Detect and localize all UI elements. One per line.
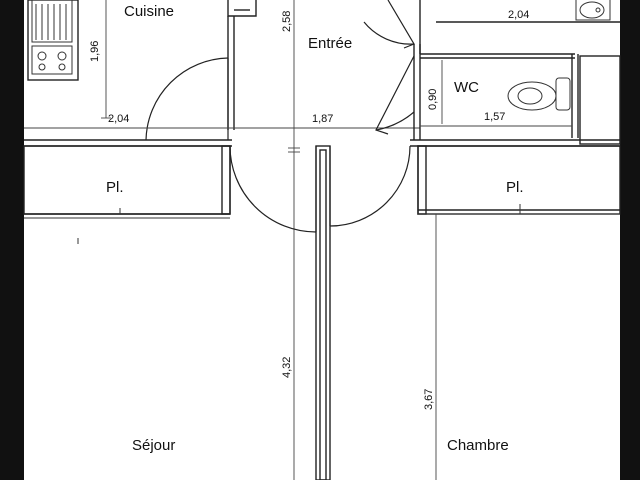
kitchen-counter (27, 0, 79, 81)
dim-bedroom-height: 3,67 (423, 389, 435, 410)
room-label-closet-right: Pl. (506, 179, 524, 196)
dim-kitchen-height: 1,96 (89, 41, 101, 62)
room-label-living: Séjour (132, 437, 175, 454)
entrance-zone (230, 0, 421, 480)
dim-entrance-width: 1,87 (312, 113, 333, 125)
wc-zone (419, 0, 621, 145)
dim-living-height: 4,32 (281, 357, 293, 378)
kitchen-zone (24, 0, 257, 141)
sink-icon (31, 0, 73, 43)
kitchen-door (145, 57, 229, 141)
room-label-wc: WC (454, 79, 479, 96)
room-label-entrance: Entrée (308, 35, 352, 52)
outer-wall-left (0, 0, 24, 480)
central-wall (315, 145, 331, 480)
wc-door (375, 55, 415, 135)
room-label-closet-left: Pl. (106, 179, 124, 196)
room-label-kitchen: Cuisine (124, 3, 174, 20)
living-door (229, 145, 317, 233)
dim-entrance-height: 2,58 (281, 11, 293, 32)
dim-wc-width: 1,57 (484, 111, 505, 123)
outer-wall-right (620, 0, 640, 480)
washbasin-icon (575, 0, 611, 21)
room-label-bedroom: Chambre (447, 437, 509, 454)
stove-icon (31, 45, 73, 75)
dim-wc-height: 0,90 (427, 89, 439, 110)
dim-bath-width: 2,04 (508, 9, 529, 21)
closet-left (23, 145, 231, 215)
bedroom-door (329, 145, 411, 227)
toilet-icon (507, 77, 571, 111)
dim-kitchen-width: 2,04 (108, 113, 129, 125)
